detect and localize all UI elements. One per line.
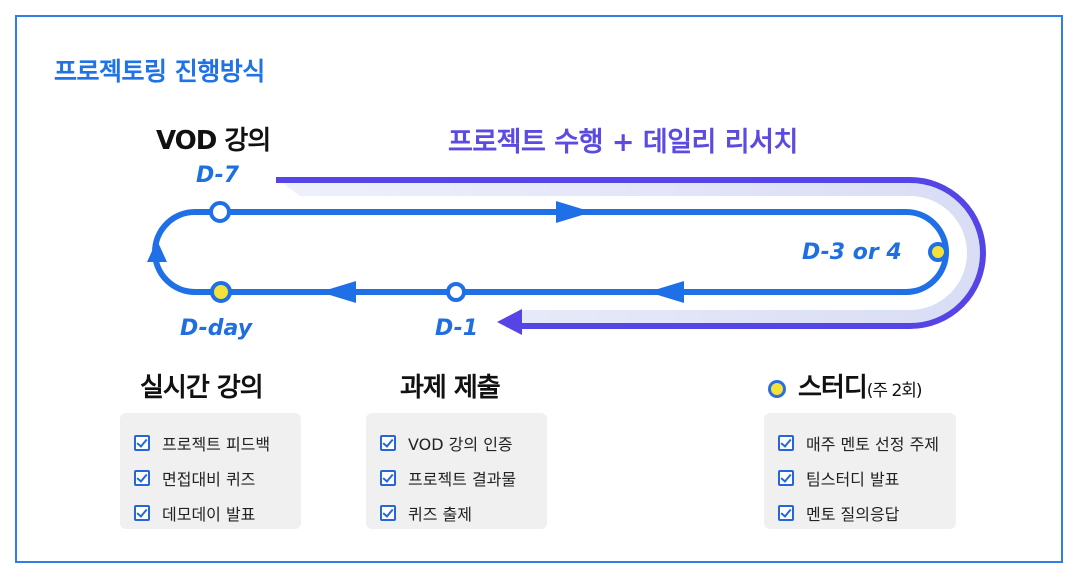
checkbox-icon	[380, 504, 396, 521]
stage-vod-label: VOD 강의	[156, 126, 271, 156]
study-note: (주 2회)	[866, 381, 923, 401]
arrow-back-left	[320, 281, 356, 303]
day-label-dday: D-day	[180, 316, 253, 341]
list-item-text: 멘토 질의응답	[806, 504, 900, 524]
day-label-d7: D-7	[196, 163, 240, 188]
stage-assignment-label: 과제 제출	[400, 373, 501, 403]
list-item-text: 프로젝트 결과물	[408, 469, 517, 489]
list-item: 멘토 질의응답	[778, 495, 956, 530]
live-checklist: 프로젝트 피드백 면접대비 퀴즈 데모데이 발표	[120, 413, 301, 529]
stage-live-label: 실시간 강의	[140, 373, 264, 403]
list-item-text: 퀴즈 출제	[408, 504, 472, 524]
arrow-up	[147, 240, 167, 262]
arrow-back-right	[648, 281, 684, 303]
research-band-outline	[276, 177, 986, 329]
list-item: 데모데이 발표	[134, 495, 301, 530]
study-checklist: 매주 멘토 선정 주제 팀스터디 발표 멘토 질의응답	[764, 413, 956, 529]
node-dday	[210, 281, 232, 303]
list-item: 매주 멘토 선정 주제	[778, 425, 956, 460]
stage-study-label: 스터디(주 2회)	[768, 367, 923, 404]
checkbox-icon	[778, 434, 794, 451]
checkbox-icon	[380, 469, 396, 486]
list-item: 퀴즈 출제	[380, 495, 547, 530]
arrow-forward	[556, 201, 592, 223]
list-item-text: 프로젝트 피드백	[162, 434, 271, 454]
list-item-text: VOD 강의 인증	[408, 434, 513, 454]
checkbox-icon	[134, 504, 150, 521]
node-d7	[209, 201, 231, 223]
research-band	[276, 178, 985, 328]
checkbox-icon	[778, 504, 794, 521]
research-label: 프로젝트 수행 + 데일리 리서치	[448, 127, 798, 158]
node-d1	[446, 282, 466, 302]
checkbox-icon	[778, 469, 794, 486]
list-item-text: 매주 멘토 선정 주제	[806, 434, 940, 454]
frame-border	[15, 15, 1063, 563]
list-item: 면접대비 퀴즈	[134, 460, 301, 495]
day-label-d1: D-1	[435, 316, 479, 341]
list-item: VOD 강의 인증	[380, 425, 547, 460]
checkbox-icon	[134, 434, 150, 451]
day-label-d3: D-3 or 4	[802, 240, 902, 265]
list-item: 프로젝트 피드백	[134, 425, 301, 460]
research-band-arrowhead	[497, 309, 522, 335]
list-item: 프로젝트 결과물	[380, 460, 547, 495]
checkbox-icon	[380, 434, 396, 451]
list-item-text: 면접대비 퀴즈	[162, 469, 256, 489]
list-item-text: 데모데이 발표	[162, 504, 256, 524]
list-item: 팀스터디 발표	[778, 460, 956, 495]
page-title: 프로젝토링 진행방식	[54, 57, 265, 86]
study-title: 스터디	[798, 373, 868, 403]
study-dot-icon	[768, 379, 786, 398]
node-d3	[928, 242, 948, 262]
checkbox-icon	[134, 469, 150, 486]
assignment-checklist: VOD 강의 인증 프로젝트 결과물 퀴즈 출제	[366, 413, 547, 529]
list-item-text: 팀스터디 발표	[806, 469, 900, 489]
